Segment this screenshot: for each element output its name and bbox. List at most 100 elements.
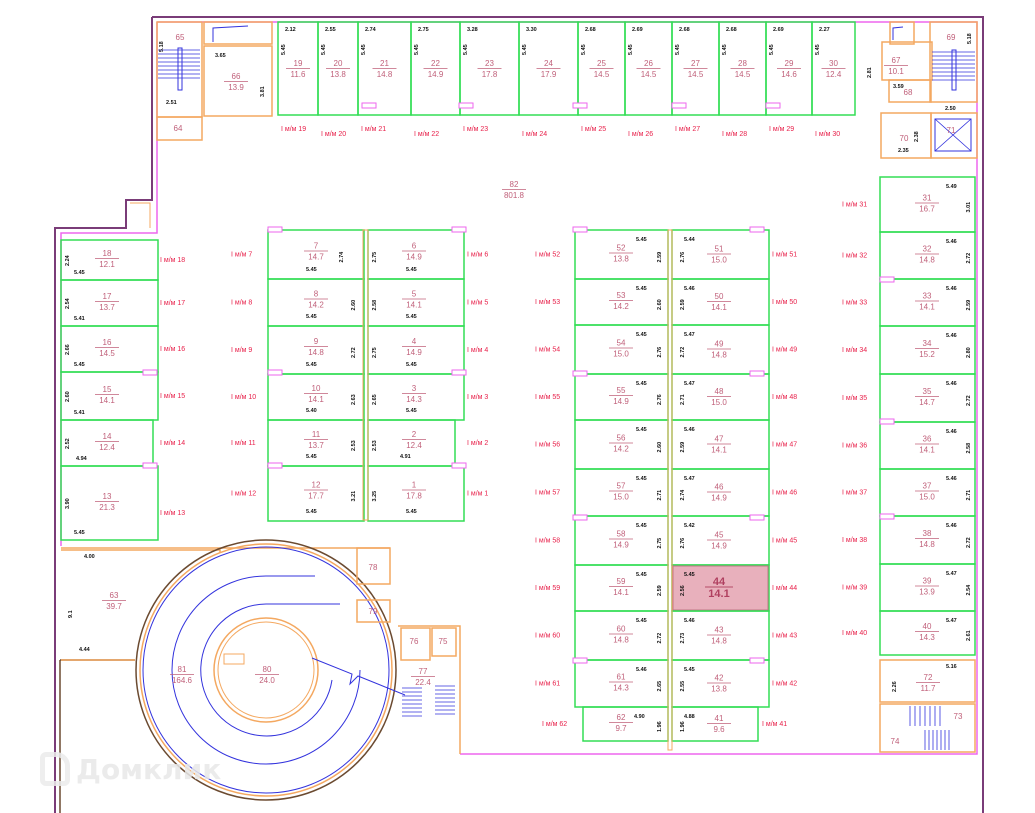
room-number: 44 <box>713 576 726 588</box>
room-number: 9 <box>314 337 319 346</box>
parking-bay-9[interactable]: 914.85.452.72 <box>267 325 365 375</box>
parking-space-tag: I м/м 29 <box>769 126 794 133</box>
parking-bay-8[interactable]: 814.25.452.60 <box>267 278 365 327</box>
room-number: 70 <box>900 134 909 143</box>
dimension-text: 2.53 <box>372 440 378 451</box>
dimension-text: 2.59 <box>680 299 686 310</box>
door-marker <box>749 370 765 377</box>
room-number: 77 <box>419 667 428 676</box>
parking-bay-5[interactable]: 514.15.452.58 <box>367 278 465 327</box>
parking-bay-1[interactable]: 117.85.453.25 <box>367 465 465 522</box>
room-label-7: 714.7 <box>304 242 328 262</box>
parking-bay-62[interactable]: 629.74.901.96 <box>582 706 669 742</box>
room-number: 59 <box>617 577 626 586</box>
parking-bay-3[interactable]: 314.35.452.65 <box>367 373 465 421</box>
door-marker <box>267 369 283 376</box>
room-number: 17 <box>103 292 112 301</box>
parking-space-tag: I м/м 19 <box>281 126 306 133</box>
room-number: 79 <box>369 607 378 616</box>
parking-space-tag: I м/м 10 <box>231 394 256 401</box>
room-number: 34 <box>923 339 932 348</box>
technical-rooms <box>61 21 978 801</box>
dimension-text: 2.74 <box>365 27 377 33</box>
parking-bay-7[interactable]: 714.75.452.74 <box>267 229 365 280</box>
parking-space-tag: I м/м 39 <box>842 585 867 592</box>
door-marker <box>572 657 588 664</box>
parking-bay-4[interactable]: 414.95.452.75 <box>367 325 465 375</box>
room-number: 67 <box>892 56 901 65</box>
room-number: 8 <box>314 290 319 299</box>
core-wall <box>213 617 319 723</box>
parking-bay-41[interactable]: 419.64.881.96 <box>671 706 759 742</box>
parking-bay-2[interactable]: 212.44.912.53 <box>367 419 456 467</box>
parking-space-tag: I м/м 13 <box>160 510 185 517</box>
dimension-text: 1.96 <box>657 721 663 732</box>
parking-bay-6[interactable]: 614.95.452.75 <box>367 229 465 280</box>
dimension-text: 5.47 <box>684 476 695 482</box>
dimension-text: 2.74 <box>680 489 686 501</box>
room-number: 74 <box>891 737 900 746</box>
parking-space-tag: I м/м 48 <box>772 394 797 401</box>
room-area: 17.8 <box>406 492 422 501</box>
room-area: 14.8 <box>377 70 393 79</box>
parking-space-tag: I м/м 27 <box>675 126 700 133</box>
room-area: 17.7 <box>308 492 324 501</box>
room-number: 31 <box>923 194 932 203</box>
room-area: 15.0 <box>711 256 727 265</box>
